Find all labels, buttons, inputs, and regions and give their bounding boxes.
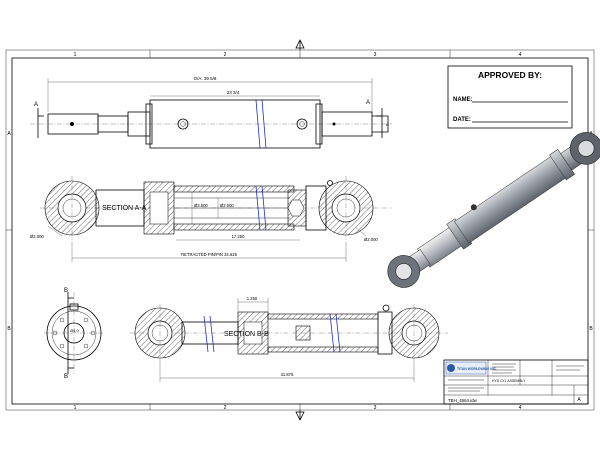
- zone-row-b-left: B: [7, 326, 11, 332]
- title-block: TITAN WORLDWIDE INC. HYD CYL ASSEMBLY TB…: [443, 359, 589, 405]
- rod-dim: Ø2.000: [220, 203, 234, 208]
- zone-col-3-bottom: 3: [374, 405, 377, 411]
- body-length-dim: 23 3/4: [227, 90, 240, 95]
- retracted-dim: RETRACTED PIN/PIN 34.625: [181, 252, 238, 257]
- isometric-view: [387, 132, 600, 288]
- top-view: O/A: 39 5/8 23 3/4 A A Ø: [30, 76, 392, 149]
- company-name: TITAN WORLDWIDE INC.: [457, 367, 497, 371]
- overall-length-dim: O/A: 39 5/8: [194, 76, 217, 81]
- zone-ticks: [6, 50, 594, 410]
- zone-col-4: 4: [519, 52, 522, 58]
- section-a-view: SECTION A-A Ø3.500 Ø2.000 17.250 Ø2.000 …: [30, 176, 392, 262]
- zone-col-1-bottom: 1: [74, 405, 77, 411]
- section-b-label: SECTION B-B: [224, 331, 269, 338]
- drawing-file: TBH_4564.idw: [448, 398, 478, 403]
- bore-dim: Ø3.500: [194, 203, 208, 208]
- part-title: HYD CYL ASSEMBLY: [492, 379, 526, 383]
- approval-box: APPROVED BY: NAME: DATE:: [447, 65, 573, 129]
- outer-border: [5, 49, 595, 411]
- svg-text:Ø: Ø: [386, 123, 389, 127]
- zone-col-1: 1: [74, 52, 77, 58]
- size-letter: A: [577, 397, 581, 403]
- section-b-view: SECTION B-B 1.250 31.875: [130, 296, 448, 382]
- zone-col-4-bottom: 4: [519, 405, 522, 411]
- zone-col-2-bottom: 2: [224, 405, 227, 411]
- company-logo: [445, 361, 487, 375]
- section-b-bottom-dim: 31.875: [281, 372, 294, 377]
- approval-date-label: DATE:: [453, 117, 471, 123]
- section-a-letter-right: A: [366, 100, 370, 106]
- section-a-label: SECTION A-A: [102, 205, 147, 212]
- section-a-letter-left: A: [34, 102, 38, 108]
- zone-row-a-left: A: [7, 131, 11, 137]
- zone-col-2: 2: [224, 52, 227, 58]
- end-port-dim: Ø4.0: [70, 328, 79, 333]
- center-marks: [295, 39, 305, 421]
- zone-row-b-right: B: [589, 326, 593, 332]
- section-b-top-dim: 1.250: [247, 296, 258, 301]
- left-pin-dim: Ø2.000: [30, 234, 44, 239]
- approval-name-label: NAME:: [453, 97, 473, 103]
- section-b-letter-top: B: [64, 288, 68, 294]
- stroke-dim: 17.250: [232, 234, 245, 239]
- section-b-letter-bottom: B: [64, 374, 68, 380]
- zone-col-3: 3: [374, 52, 377, 58]
- end-view: B B Ø4.0: [44, 288, 104, 380]
- approval-title: APPROVED BY:: [478, 70, 542, 80]
- right-pin-dim: Ø2.000: [364, 237, 378, 242]
